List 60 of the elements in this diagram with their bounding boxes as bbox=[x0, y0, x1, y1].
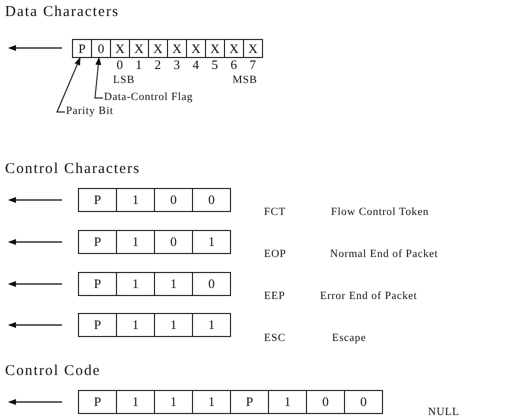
bit-order-label: LSB bbox=[113, 73, 135, 87]
bit-cell: 0 bbox=[154, 188, 193, 212]
field-label: Data-Control Flag bbox=[104, 90, 193, 104]
field-label: Parity Bit bbox=[66, 104, 114, 118]
bit-cell: X bbox=[148, 39, 168, 58]
bit-cell: P bbox=[78, 313, 117, 337]
section-heading: Data Characters bbox=[5, 3, 120, 21]
bit-order-label: MSB bbox=[232, 73, 258, 87]
token-abbreviation: ESC bbox=[264, 331, 286, 345]
bit-cell: 0 bbox=[344, 390, 383, 414]
bit-cell: P bbox=[72, 39, 92, 58]
bit-cell: P bbox=[78, 272, 117, 296]
bit-cell: X bbox=[205, 39, 225, 58]
bit-cell: 1 bbox=[116, 390, 155, 414]
bit-cell: X bbox=[110, 39, 130, 58]
bit-cell: 1 bbox=[116, 313, 155, 337]
bit-cell: 1 bbox=[192, 313, 231, 337]
token-description: Flow Control Token bbox=[331, 205, 429, 219]
bit-cell: 1 bbox=[116, 188, 155, 212]
token-description: Error End of Packet bbox=[320, 289, 418, 303]
bit-number: 3 bbox=[174, 58, 180, 72]
bit-number: 4 bbox=[192, 58, 200, 72]
bit-number: 7 bbox=[250, 58, 256, 72]
bit-cell: P bbox=[230, 390, 269, 414]
token-abbreviation: EOP bbox=[264, 247, 286, 261]
bit-cell: 1 bbox=[116, 230, 155, 254]
section-heading: Control Characters bbox=[5, 160, 140, 178]
bit-cell: 0 bbox=[306, 390, 345, 414]
bit-cell: X bbox=[224, 39, 244, 58]
bit-number: 2 bbox=[154, 58, 162, 72]
bit-cell: X bbox=[167, 39, 187, 58]
token-abbreviation: FCT bbox=[264, 205, 286, 219]
token-abbreviation: NULL bbox=[428, 405, 460, 419]
bit-cell: P bbox=[78, 188, 117, 212]
bit-cell: P bbox=[78, 390, 117, 414]
bit-number: 5 bbox=[212, 58, 218, 72]
bit-cell: 1 bbox=[116, 272, 155, 296]
token-description: Escape bbox=[332, 331, 366, 345]
bit-cell: 1 bbox=[192, 390, 231, 414]
bit-cell: 1 bbox=[154, 272, 193, 296]
bit-cell: P bbox=[78, 230, 117, 254]
section-heading: Control Code bbox=[5, 362, 101, 380]
bit-cell: 1 bbox=[268, 390, 307, 414]
bit-cell: 0 bbox=[192, 272, 231, 296]
bit-cell: X bbox=[129, 39, 149, 58]
bit-cell: 0 bbox=[192, 188, 231, 212]
bit-cell: 1 bbox=[154, 313, 193, 337]
bit-number: 0 bbox=[116, 58, 124, 72]
bit-cell: X bbox=[243, 39, 263, 58]
bit-number: 1 bbox=[136, 58, 142, 72]
bit-number: 6 bbox=[230, 58, 238, 72]
leader-line bbox=[94, 57, 104, 98]
bit-cell: X bbox=[186, 39, 206, 58]
bit-cell: 1 bbox=[154, 390, 193, 414]
leader-line bbox=[56, 57, 80, 112]
bit-cell: 0 bbox=[154, 230, 193, 254]
token-abbreviation: EEP bbox=[264, 289, 286, 303]
bit-cell: 0 bbox=[91, 39, 111, 58]
bit-cell: 1 bbox=[192, 230, 231, 254]
token-description: Normal End of Packet bbox=[330, 247, 438, 261]
